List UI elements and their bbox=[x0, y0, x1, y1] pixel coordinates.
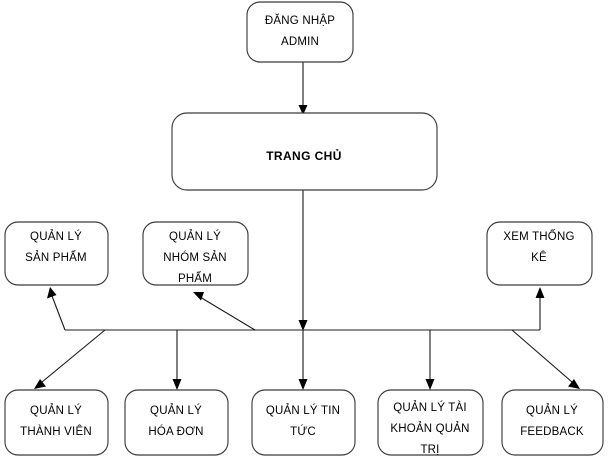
node-dang-nhap-admin[interactable]: ĐĂNG NHẬP ADMIN bbox=[246, 1, 354, 63]
node-box-members[interactable] bbox=[4, 389, 109, 456]
node-box-feedback[interactable] bbox=[501, 389, 604, 456]
connector-bus-to-members bbox=[41, 329, 106, 383]
node-box-home[interactable] bbox=[171, 112, 438, 191]
node-quan-ly-nhom-san-pham[interactable]: QUẢN LÝ NHÓM SẢN PHẨM bbox=[142, 221, 249, 286]
node-label-products-line2: SẢN PHẨM bbox=[25, 251, 87, 264]
node-quan-ly-feedback[interactable]: QUẢN LÝ FEEDBACK bbox=[501, 389, 604, 456]
node-box-login[interactable] bbox=[246, 1, 354, 63]
node-label-statistics-line1: XEM THỐNG bbox=[503, 229, 574, 243]
node-label-feedback-line2: FEEDBACK bbox=[520, 426, 584, 438]
node-quan-ly-thanh-vien[interactable]: QUẢN LÝ THÀNH VIÊN bbox=[4, 389, 109, 456]
node-label-home: TRANG CHỦ bbox=[266, 148, 342, 163]
arrowhead-invoices-top bbox=[172, 379, 182, 390]
node-label-products-line1: QUẢN LÝ bbox=[30, 230, 82, 243]
arrowhead-statistics-bottom bbox=[535, 287, 545, 298]
node-label-feedback-line1: QUẢN LÝ bbox=[526, 404, 578, 417]
node-box-products[interactable] bbox=[4, 221, 109, 286]
node-label-product-groups-line2: NHÓM SẢN bbox=[163, 251, 227, 264]
node-xem-thong-ke[interactable]: XEM THỐNG KÊ bbox=[486, 221, 593, 286]
node-label-news-line2: TỨC bbox=[290, 425, 316, 438]
node-label-login-line1: ĐĂNG NHẬP bbox=[265, 14, 335, 27]
node-label-product-groups-line3: PHẨM bbox=[178, 272, 212, 285]
node-label-admin-accounts-line3: TRỊ bbox=[420, 444, 439, 456]
arrowhead-product-groups-bottom bbox=[193, 292, 204, 301]
connector-bus-to-feedback bbox=[511, 329, 573, 383]
arrowhead-feedback-top bbox=[568, 379, 580, 389]
connector-layer bbox=[34, 62, 580, 390]
arrowhead-admin-accounts-top bbox=[425, 379, 435, 390]
arrowhead-members-top bbox=[34, 379, 46, 389]
node-box-product-groups[interactable] bbox=[142, 221, 249, 286]
connector-bus-to-product-groups bbox=[199, 296, 256, 331]
node-label-invoices-line2: HÓA ĐƠN bbox=[148, 425, 203, 438]
node-quan-ly-hoa-don[interactable]: QUẢN LÝ HÓA ĐƠN bbox=[124, 389, 229, 456]
node-box-statistics[interactable] bbox=[486, 221, 593, 286]
arrowhead-products-bottom bbox=[47, 287, 57, 299]
node-box-news[interactable] bbox=[251, 389, 356, 456]
node-label-admin-accounts-line1: QUẢN LÝ TÀI bbox=[393, 401, 467, 414]
node-label-news-line1: QUẢN LÝ TIN bbox=[266, 404, 340, 417]
node-label-statistics-line2: KÊ bbox=[531, 251, 547, 264]
node-label-login-line2: ADMIN bbox=[281, 36, 319, 48]
arrowhead-home-top bbox=[298, 105, 308, 115]
connector-bus-to-products bbox=[51, 295, 66, 331]
arrowhead-news-top bbox=[298, 379, 308, 390]
node-label-members-line2: THÀNH VIÊN bbox=[20, 425, 92, 438]
node-quan-ly-tin-tuc[interactable]: QUẢN LÝ TIN TỨC bbox=[251, 389, 356, 456]
node-quan-ly-tai-khoan-quan-tri[interactable]: QUẢN LÝ TÀI KHOẢN QUẢN TRỊ bbox=[377, 389, 484, 456]
node-label-invoices-line1: QUẢN LÝ bbox=[150, 404, 202, 417]
node-quan-ly-san-pham[interactable]: QUẢN LÝ SẢN PHẨM bbox=[4, 221, 109, 286]
node-box-invoices[interactable] bbox=[124, 389, 229, 456]
arrowhead-bus-trunk bbox=[298, 320, 308, 331]
node-label-admin-accounts-line2: KHOẢN QUẢN bbox=[390, 422, 469, 435]
node-label-product-groups-line1: QUẢN LÝ bbox=[169, 230, 221, 243]
node-box-admin-accounts[interactable] bbox=[377, 389, 484, 456]
node-label-members-line1: QUẢN LÝ bbox=[30, 404, 82, 417]
node-trang-chu[interactable]: TRANG CHỦ bbox=[171, 112, 438, 191]
